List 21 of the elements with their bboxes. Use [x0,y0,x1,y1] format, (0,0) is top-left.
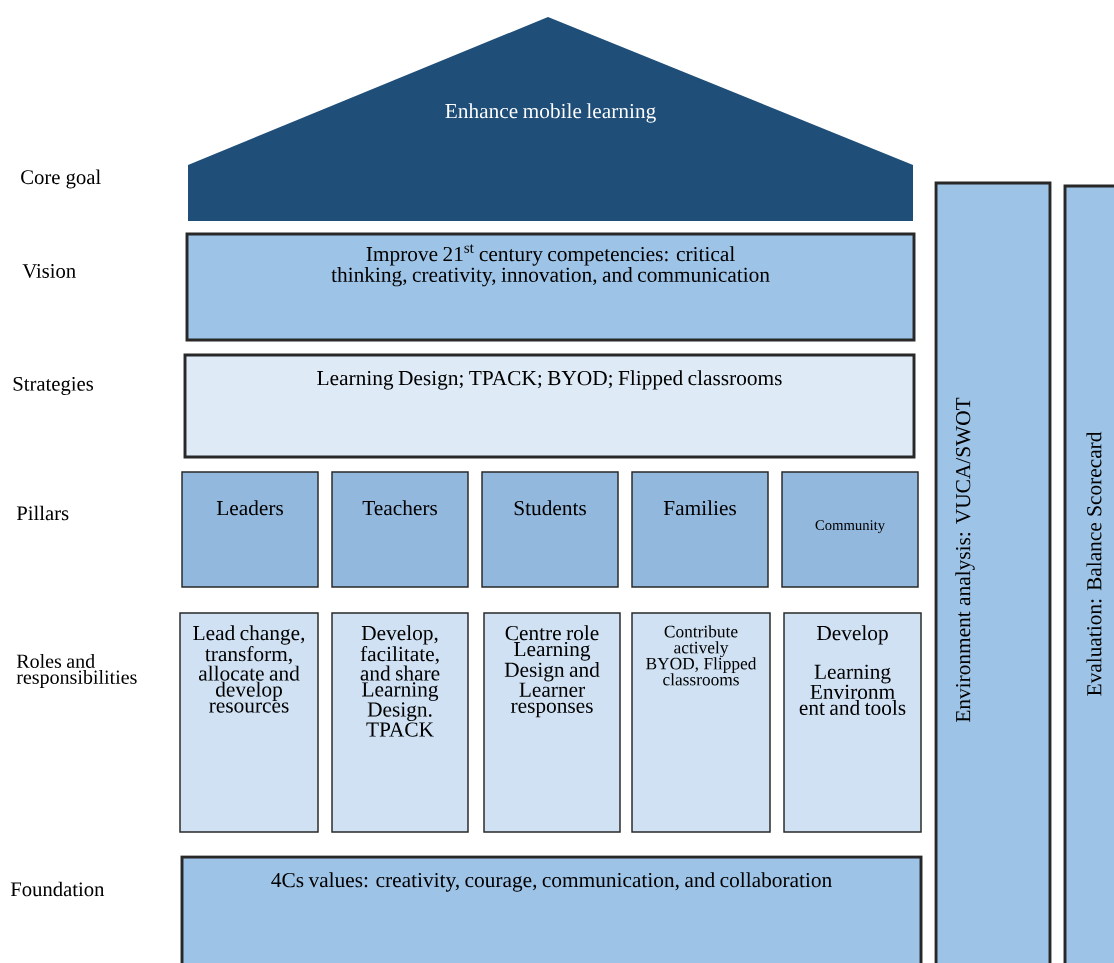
row-label: Pillars [16,505,69,521]
text-box: Lead change, transform, allocate and develop resources [179,612,319,833]
text-box: Community [781,471,919,588]
text-box: 4Cs values: creativity, courage, communication, and collaboration [180,855,923,963]
column-bar: Environment analysis: VUCA/SWOT [934,181,1052,963]
row-label: Foundation [10,881,105,897]
text-box: Families [631,471,769,588]
row-label: Roles and responsibilities [16,653,137,689]
row-label: Strategies [13,376,94,396]
text-box: Learning Design; TPACK; BYOD; Flipped classrooms [183,353,916,459]
text-box: Contribute actively BYOD, Flipped classrooms [631,612,771,833]
column-bar: Evaluation: Balance Scorecard [1063,184,1114,963]
text-box: Improve 21$^{st}$ century competencies: critical thinking, creativity, innovation, and communication [185,232,916,342]
text-box: Teachers [331,471,469,588]
text-box: Centre role Learning Design and Learner responses [483,612,621,833]
text-box: Develop Learning Environm ent and tools [783,612,922,833]
text-box: Leaders [181,471,319,588]
row-label: Core goal [21,169,101,189]
text-box: Develop, facilitate, and share Learning Design. TPACK [331,612,469,833]
text-box: Students [481,471,619,588]
row-label: Vision [22,264,76,278]
